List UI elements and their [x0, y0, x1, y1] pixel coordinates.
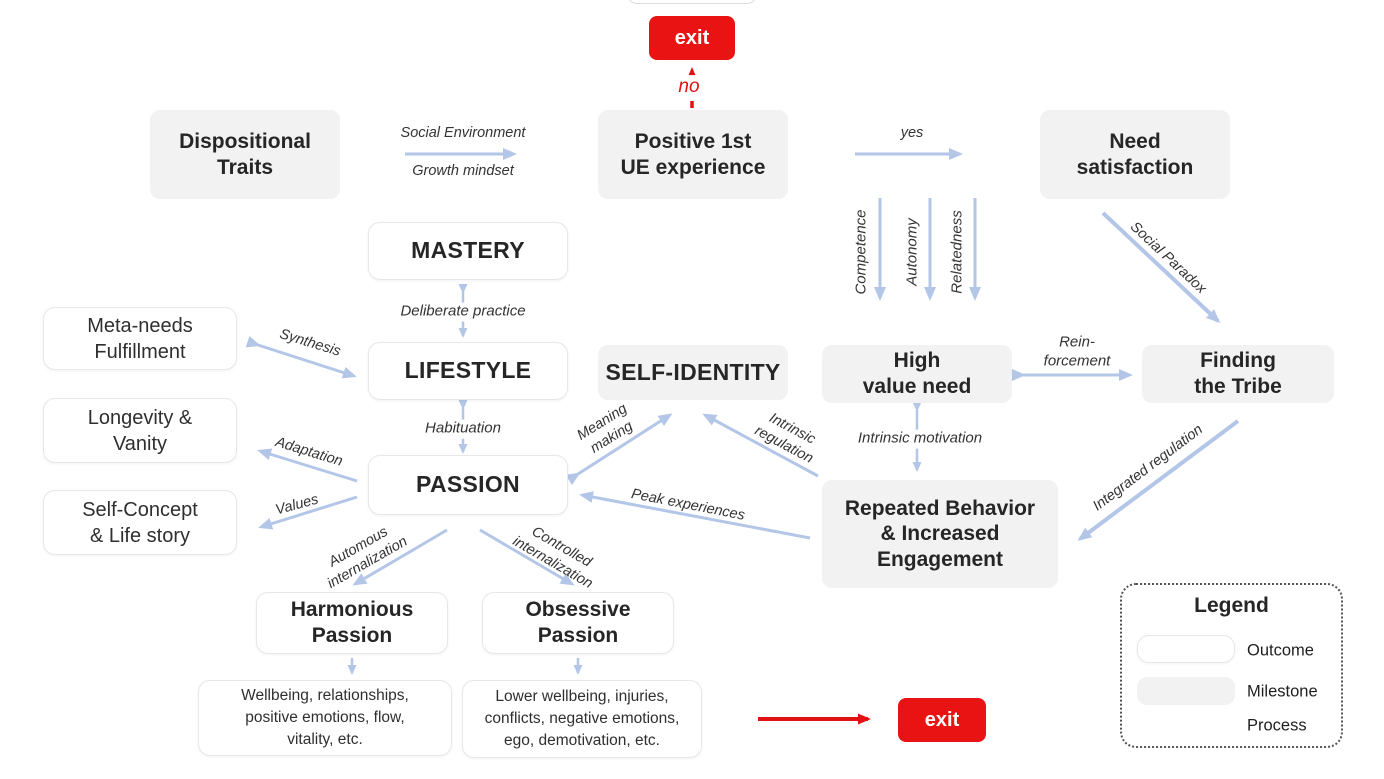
edge-label-habituation: Habituation	[421, 419, 505, 439]
node-high-value-need: High value need	[822, 345, 1012, 403]
edge-label-meaning-making: Meaning making	[574, 400, 636, 457]
node-positive-1st-ue-experience: Positive 1st UE experience	[598, 110, 788, 199]
edge-label-intrinsic-regulation: Intrinsic regulation	[751, 410, 819, 467]
edge-label-adaptation: Adaptation	[273, 434, 345, 470]
legend: Legend Outcome Milestone Process	[1120, 583, 1343, 748]
edge-label-autonomy: Autonomy	[903, 218, 921, 286]
node-negative-outcomes: Lower wellbeing, injuries, conflicts, ne…	[462, 680, 702, 758]
node-self-concept-life-story: Self-Concept & Life story	[43, 490, 237, 555]
node-mastery: MASTERY	[368, 222, 568, 280]
arrow-integrated-regulation	[1077, 419, 1240, 541]
edge-label-growth-mindset: Growth mindset	[412, 162, 514, 179]
node-wellbeing-outcomes: Wellbeing, relationships, positive emoti…	[198, 680, 452, 756]
edge-label-relatedness: Relatedness	[948, 210, 966, 294]
node-exit-bottom: exit	[898, 698, 986, 742]
legend-title: Legend	[1194, 594, 1269, 617]
edge-label-deliberate-practice: Deliberate practice	[396, 302, 530, 322]
edge-label-reinforcement: Rein- forcement	[1043, 333, 1111, 369]
legend-milestone-sample	[1137, 677, 1235, 705]
node-self-identity: SELF-IDENTITY	[598, 345, 788, 400]
legend-outcome-label: Outcome	[1247, 641, 1314, 660]
legend-milestone-label: Milestone	[1247, 682, 1318, 701]
cropped-box-top-edge	[627, 0, 757, 4]
node-dispositional-traits: Dispositional Traits	[150, 110, 340, 199]
node-need-satisfaction: Need satisfaction	[1040, 110, 1230, 199]
edge-label-controlled-internalization: Controlled internalization	[509, 523, 596, 593]
node-harmonious-passion: Harmonious Passion	[256, 592, 448, 654]
edge-label-intrinsic-motivation: Intrinsic motivation	[853, 429, 987, 449]
edge-label-social-environment: Social Environment	[400, 124, 526, 141]
edge-label-peak-experiences: Peak experiences	[629, 486, 747, 524]
node-meta-needs-fulfillment: Meta-needs Fulfillment	[43, 307, 237, 370]
edge-label-automous-internalization: Automous internalization	[324, 523, 411, 593]
edge-label-integrated-regulation: Integrated regulation	[1090, 421, 1206, 515]
edge-label-social-paradox: Social Paradox	[1126, 218, 1210, 298]
edge-label-no: no	[675, 75, 703, 99]
node-finding-the-tribe: Finding the Tribe	[1142, 345, 1334, 403]
node-lifestyle: LIFESTYLE	[368, 342, 568, 400]
node-exit-top: exit	[649, 16, 735, 60]
node-passion: PASSION	[368, 455, 568, 515]
edge-label-synthesis: Synthesis	[277, 326, 343, 360]
node-repeated-behavior: Repeated Behavior & Increased Engagement	[822, 480, 1058, 588]
node-longevity-vanity: Longevity & Vanity	[43, 398, 237, 463]
legend-process-label: Process	[1247, 716, 1307, 735]
edge-label-yes: yes	[900, 124, 924, 141]
node-obsessive-passion: Obsessive Passion	[482, 592, 674, 654]
edge-label-values: Values	[273, 491, 321, 519]
edge-label-competence: Competence	[852, 209, 870, 295]
arrow-social-paradox	[1101, 211, 1221, 324]
legend-outcome-sample	[1137, 635, 1235, 663]
